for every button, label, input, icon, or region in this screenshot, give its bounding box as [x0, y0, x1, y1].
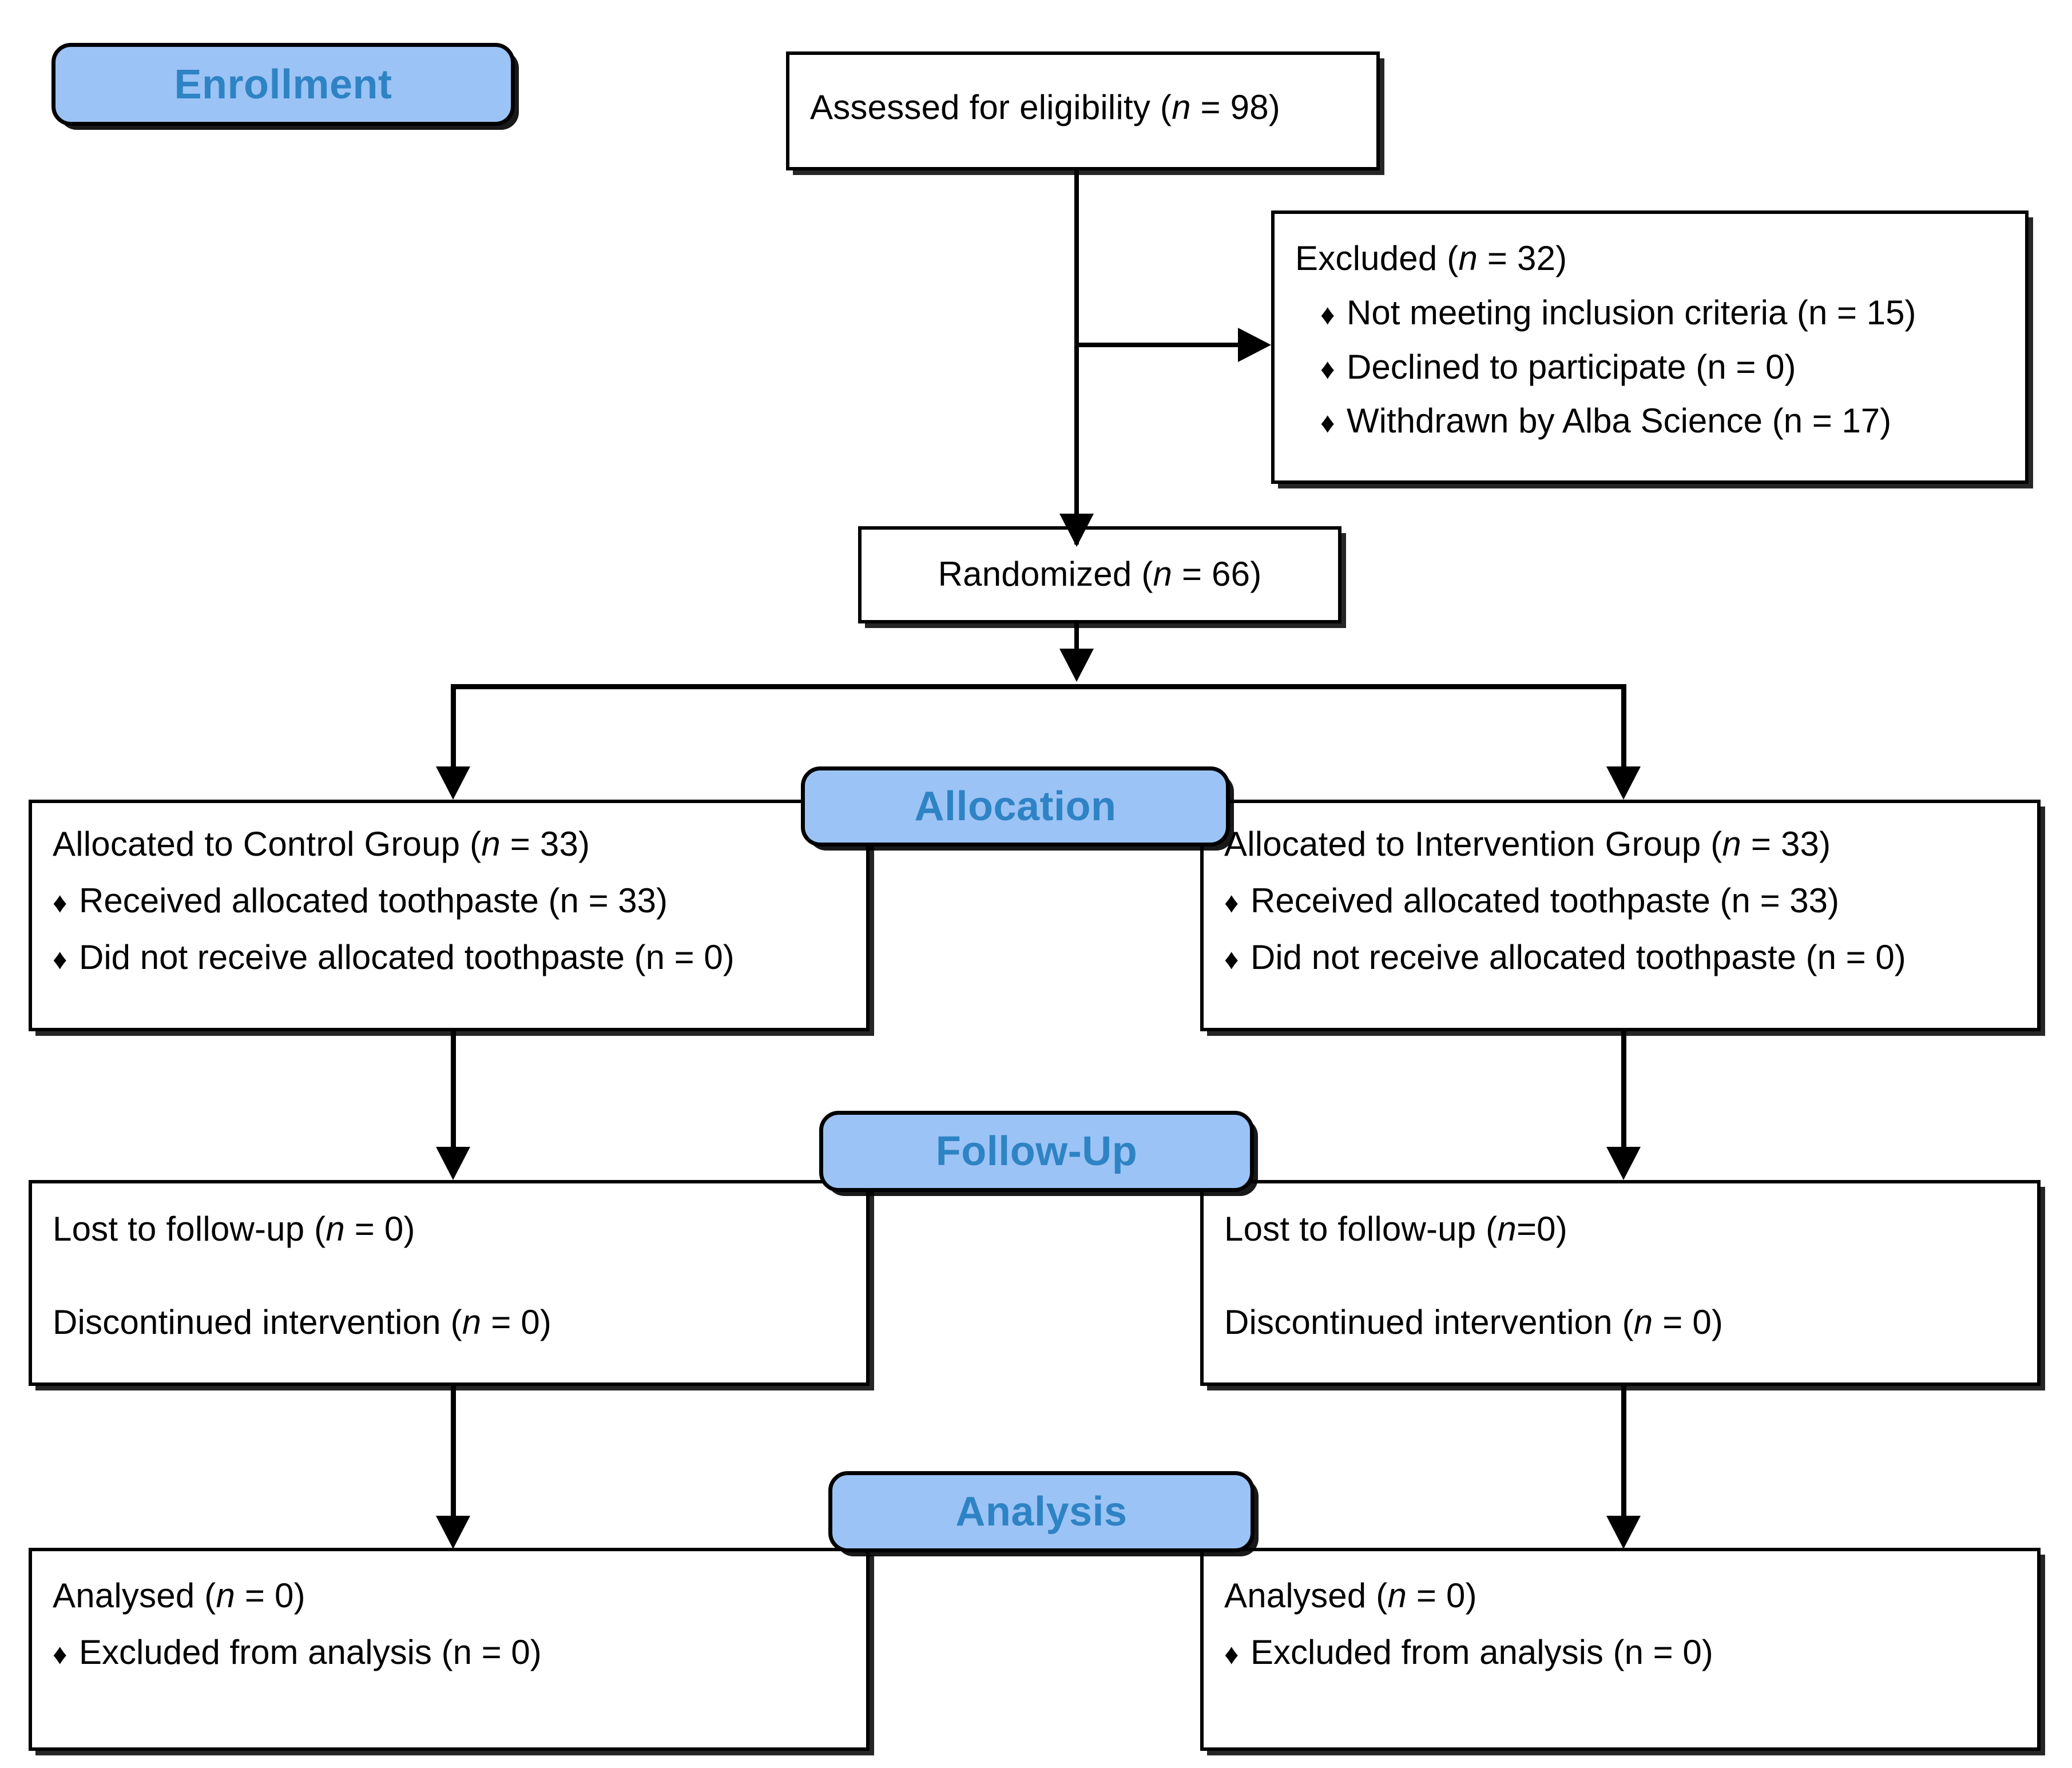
allocation-right-heading: Allocated to Intervention Group (n = 33) [1224, 825, 1831, 863]
randomized-n: n [1153, 555, 1173, 593]
excluded-item-text: Withdrawn by Alba Science (n = 17) [1347, 402, 1892, 440]
diamond-bullet-icon: ♦ [1224, 1638, 1239, 1670]
diamond-bullet-icon: ♦ [53, 943, 68, 975]
connector-to-excluded [1077, 343, 1241, 347]
excluded-item-text: Not meeting inclusion criteria (n = 15) [1347, 293, 1916, 332]
arrow-to-excluded [1238, 328, 1271, 362]
randomized-pre: Randomized ( [938, 555, 1153, 593]
arrow-assessed-to-randomized [1059, 514, 1094, 547]
analysis-left-item: ♦ Excluded from analysis (n = 0) [53, 1631, 846, 1675]
diamond-bullet-icon: ♦ [1224, 943, 1239, 975]
box-assessed-for-eligibility: Assessed for eligibility (n = 98) [786, 51, 1380, 170]
analysis-left-analysed: Analysed (n = 0) [53, 1576, 305, 1615]
excluded-item: ♦ Withdrawn by Alba Science (n = 17) [1320, 399, 2004, 443]
allocation-right-item-text: Received allocated toothpaste (n = 33) [1251, 881, 1840, 920]
connector-followup-to-analysis-left [451, 1386, 456, 1520]
assessed-pre: Assessed for eligibility ( [810, 88, 1172, 126]
arrow-split-left [436, 766, 470, 800]
stage-label-analysis: Analysis [955, 1489, 1128, 1535]
connector-followup-to-analysis-right [1621, 1386, 1626, 1520]
assessed-n-italic: n [1172, 88, 1191, 126]
split-left-drop [451, 684, 456, 771]
followup-right-discontinued: Discontinued intervention (n = 0) [1224, 1302, 1724, 1341]
randomized-post: = 66) [1172, 555, 1262, 593]
followup-left-lost: Lost to follow-up (n = 0) [53, 1210, 415, 1248]
arrow-followup-to-analysis-right [1606, 1516, 1641, 1549]
allocation-left-item: ♦ Did not receive allocated toothpaste (… [53, 936, 846, 980]
allocation-left-item-text: Did not receive allocated toothpaste (n … [79, 937, 735, 976]
box-followup-control: Lost to follow-up (n = 0) Discontinued i… [29, 1180, 870, 1386]
connector-allocation-to-followup-left [451, 1031, 456, 1151]
excluded-heading-post: = 32) [1478, 239, 1567, 277]
assessed-line: Assessed for eligibility (n = 98) [810, 86, 1356, 130]
box-allocation-control: Allocated to Control Group (n = 33) ♦ Re… [29, 800, 870, 1031]
allocation-right-item: ♦ Received allocated toothpaste (n = 33) [1224, 879, 2017, 923]
excluded-heading: Excluded (n = 32) [1295, 237, 2004, 281]
randomized-line: Randomized (n = 66) [882, 553, 1317, 597]
followup-left-discontinued: Discontinued intervention (n = 0) [53, 1302, 552, 1341]
followup-right-lost: Lost to follow-up (n=0) [1224, 1210, 1567, 1248]
stage-banner-followup: Follow-Up [819, 1111, 1254, 1192]
excluded-item: ♦ Not meeting inclusion criteria (n = 15… [1320, 291, 2004, 335]
stage-label-followup: Follow-Up [935, 1129, 1138, 1174]
connector-randomized-to-split [1074, 623, 1079, 652]
arrow-split-right [1606, 766, 1641, 800]
stage-banner-enrollment: Enrollment [51, 43, 515, 126]
box-excluded: Excluded (n = 32) ♦ Not meeting inclusio… [1271, 210, 2029, 484]
arrow-allocation-to-followup-left [436, 1147, 470, 1180]
box-followup-intervention: Lost to follow-up (n=0) Discontinued int… [1200, 1180, 2041, 1386]
assessed-n-value: = 98) [1190, 88, 1280, 126]
analysis-right-item-text: Excluded from analysis (n = 0) [1251, 1632, 1713, 1671]
connector-allocation-to-followup-right [1621, 1031, 1626, 1151]
stage-banner-analysis: Analysis [828, 1471, 1255, 1552]
arrow-followup-to-analysis-left [436, 1516, 470, 1549]
analysis-right-analysed: Analysed (n = 0) [1224, 1576, 1477, 1615]
analysis-right-item: ♦ Excluded from analysis (n = 0) [1224, 1631, 2017, 1675]
box-randomized: Randomized (n = 66) [858, 526, 1341, 623]
excluded-item: ♦ Declined to participate (n = 0) [1320, 345, 2004, 390]
diamond-bullet-icon: ♦ [1224, 886, 1239, 919]
excluded-item-text: Declined to participate (n = 0) [1347, 347, 1796, 386]
stage-label-enrollment: Enrollment [174, 61, 392, 108]
allocation-left-item-text: Received allocated toothpaste (n = 33) [79, 881, 668, 920]
diamond-bullet-icon: ♦ [53, 1638, 68, 1670]
allocation-right-item: ♦ Did not receive allocated toothpaste (… [1224, 936, 2017, 980]
excluded-heading-n: n [1458, 239, 1478, 277]
stage-banner-allocation: Allocation [801, 766, 1230, 847]
diamond-bullet-icon: ♦ [1320, 298, 1335, 331]
allocation-left-heading: Allocated to Control Group (n = 33) [53, 825, 590, 863]
box-allocation-intervention: Allocated to Intervention Group (n = 33)… [1200, 800, 2041, 1031]
box-analysis-control: Analysed (n = 0) ♦ Excluded from analysi… [29, 1548, 870, 1751]
diamond-bullet-icon: ♦ [53, 886, 68, 919]
box-analysis-intervention: Analysed (n = 0) ♦ Excluded from analysi… [1200, 1548, 2041, 1751]
split-bar-allocation [451, 684, 1626, 689]
allocation-right-item-text: Did not receive allocated toothpaste (n … [1251, 937, 1906, 976]
allocation-left-item: ♦ Received allocated toothpaste (n = 33) [53, 879, 846, 923]
stage-label-allocation: Allocation [914, 784, 1117, 829]
diamond-bullet-icon: ♦ [1320, 407, 1335, 439]
excluded-heading-pre: Excluded ( [1295, 239, 1459, 277]
arrow-randomized-to-split [1059, 649, 1094, 682]
analysis-left-item-text: Excluded from analysis (n = 0) [79, 1632, 542, 1671]
diamond-bullet-icon: ♦ [1320, 352, 1335, 385]
connector-assessed-to-randomized [1074, 170, 1079, 545]
split-right-drop [1621, 684, 1626, 771]
arrow-allocation-to-followup-right [1606, 1147, 1641, 1180]
